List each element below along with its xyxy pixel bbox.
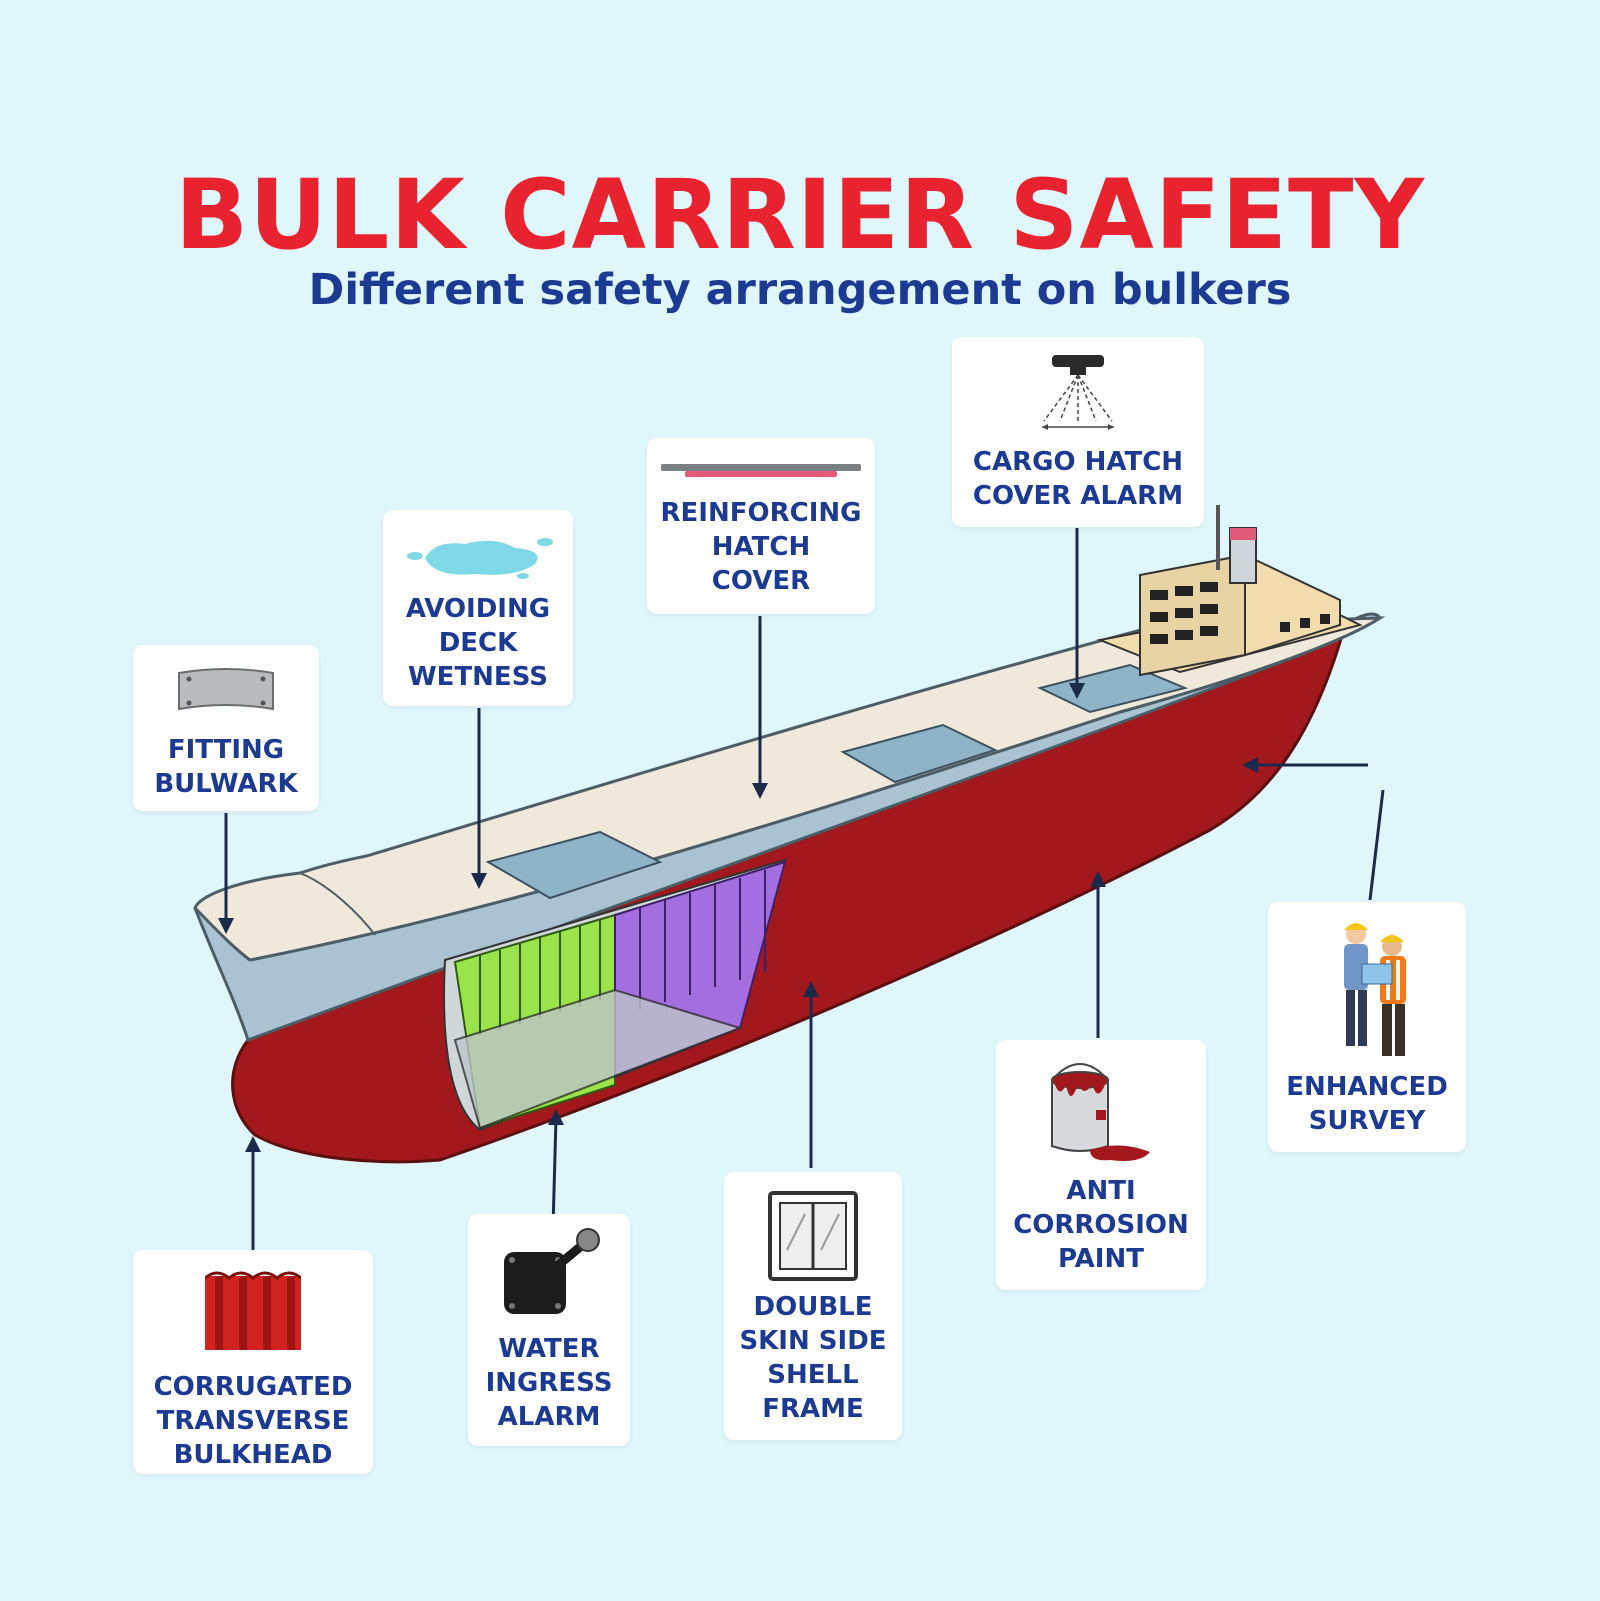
hatch-plate-icon [661, 464, 861, 477]
pointer-water-ingress [551, 1117, 558, 1229]
label-corrugated-transverse-bulkhead: CORRUGATED TRANSVERSE BULKHEAD [153, 1372, 353, 1470]
subtitle: Different safety arrangement on bulkers [308, 265, 1292, 315]
funnel-band [1230, 528, 1256, 540]
corrugated-sheet-icon [205, 1271, 301, 1350]
pointer-enhanced-survey [1368, 789, 1385, 901]
card-cargo-hatch-cover-alarm: CARGO HATCH COVER ALARM [952, 337, 1204, 527]
card-corrugated-transverse-bulkhead: CORRUGATED TRANSVERSE BULKHEAD [133, 1250, 373, 1474]
card-avoiding-deck-wetness: AVOIDING DECK WETNESS [383, 510, 573, 706]
card-water-ingress-alarm: WATER INGRESS ALARM [468, 1214, 630, 1446]
card-enhanced-survey: ENHANCED SURVEY [1268, 902, 1466, 1152]
paint-bucket-icon [1051, 1063, 1150, 1161]
hatch-2 [840, 723, 998, 784]
label-water-ingress-alarm: WATER INGRESS ALARM [485, 1334, 613, 1432]
bridge-windows [1150, 582, 1330, 644]
hold-floor [453, 988, 744, 1130]
surveyors-icon [1344, 923, 1406, 1056]
hatch-3 [1037, 663, 1189, 714]
card-double-skin-side-shell-frame: DOUBLE SKIN SIDE SHELL FRAME [724, 1172, 902, 1440]
curved-steel-plate-icon [178, 668, 274, 711]
double-frame-icon [768, 1191, 858, 1281]
hold-frame-lines [479, 920, 601, 1035]
card-fitting-bulwark: FITTING BULWARK [133, 645, 319, 811]
label-reinforcing-hatch-cover: REINFORCING HATCH COVER [660, 498, 862, 596]
superstructure-side [1244, 553, 1341, 657]
card-reinforcing-hatch-cover: REINFORCING HATCH COVER [647, 438, 875, 614]
sensor-beam-icon [1042, 355, 1114, 430]
label-cargo-hatch-cover-alarm: CARGO HATCH COVER ALARM [972, 447, 1184, 511]
label-anti-corrosion-paint: ANTI CORROSION PAINT [1013, 1176, 1189, 1274]
pointer-lines [224, 528, 1385, 1250]
hatch-1 [485, 830, 663, 900]
pointer-arrowheads [218, 683, 1258, 1152]
label-fitting-bulwark: FITTING BULWARK [154, 735, 298, 799]
card-anti-corrosion-paint: ANTI CORROSION PAINT [996, 1040, 1206, 1290]
label-avoiding-deck-wetness: AVOIDING DECK WETNESS [405, 594, 551, 692]
lever-switch-icon [504, 1228, 600, 1314]
label-enhanced-survey: ENHANCED SURVEY [1286, 1072, 1448, 1136]
hold-purple-lines [639, 870, 766, 1010]
label-double-skin-side-shell-frame: DOUBLE SKIN SIDE SHELL FRAME [739, 1292, 887, 1424]
forecastle [299, 872, 376, 936]
water-splash-icon [407, 538, 553, 579]
main-title: BULK CARRIER SAFETY [175, 159, 1425, 271]
